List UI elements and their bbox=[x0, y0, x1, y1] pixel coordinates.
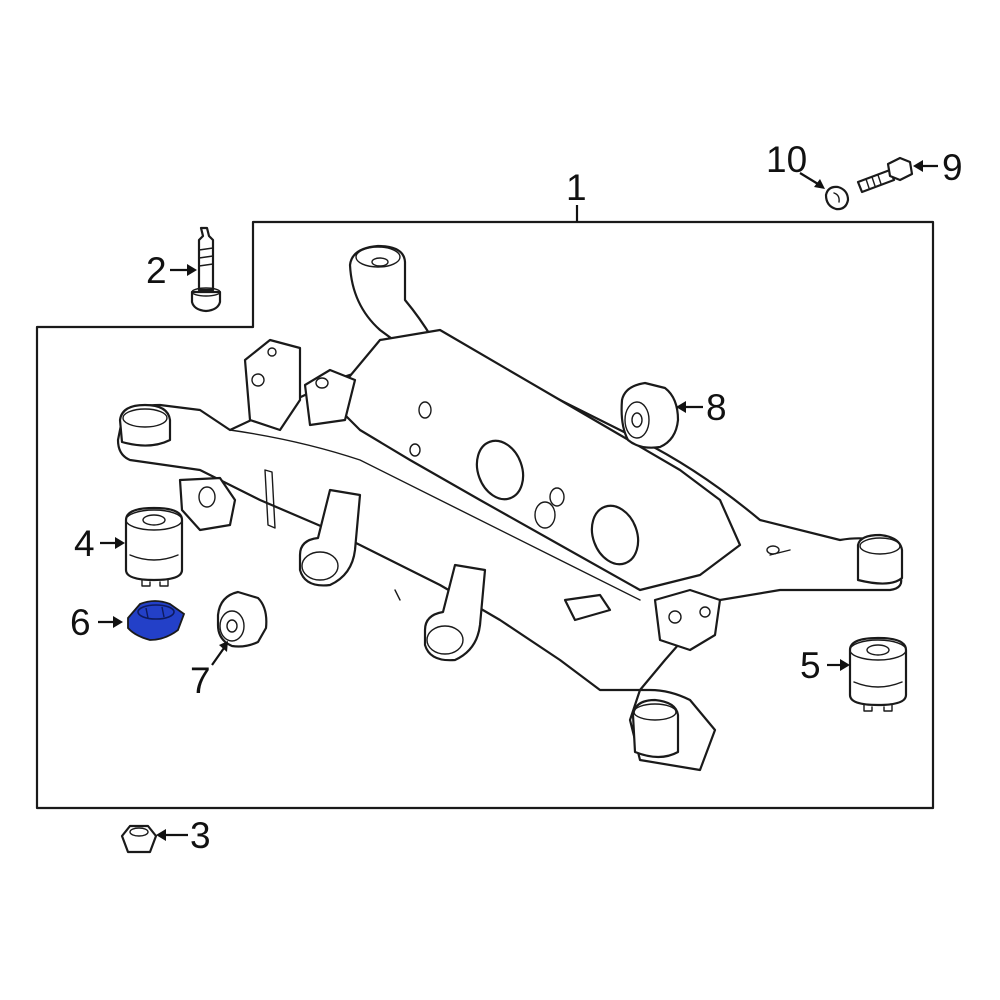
callout-5-arrowhead bbox=[840, 659, 850, 671]
callout-9-label: 9 bbox=[942, 147, 963, 188]
callout-4-arrowhead bbox=[115, 537, 125, 549]
nut-part-3[interactable] bbox=[120, 824, 158, 854]
callout-10-label: 10 bbox=[766, 139, 807, 180]
callout-8-arrowhead bbox=[676, 401, 686, 413]
callout-2-arrowhead bbox=[187, 264, 197, 276]
washer-part-10[interactable] bbox=[824, 185, 850, 211]
callout-7-label: 7 bbox=[190, 660, 211, 701]
bracket-part-6-highlighted[interactable] bbox=[127, 600, 186, 641]
bushing-part-7[interactable] bbox=[216, 590, 268, 648]
callout-5-label: 5 bbox=[800, 645, 821, 686]
callout-6-arrowhead bbox=[113, 616, 123, 628]
bushing-part-4[interactable] bbox=[124, 506, 184, 587]
subframe-crossmember[interactable] bbox=[116, 244, 904, 772]
callout-7-arrowhead bbox=[219, 641, 228, 652]
callout-9-arrowhead bbox=[913, 160, 923, 172]
callout-6-label: 6 bbox=[70, 602, 91, 643]
callout-10-arrow bbox=[799, 172, 819, 185]
bushing-part-8[interactable] bbox=[620, 381, 680, 449]
callout-7-arrow bbox=[211, 647, 225, 666]
callout-1-label: 1 bbox=[566, 167, 587, 208]
callout-2-label: 2 bbox=[146, 250, 167, 291]
bolt-part-9[interactable] bbox=[856, 156, 914, 194]
assembly-boundary bbox=[35, 220, 935, 810]
callout-10-arrowhead bbox=[814, 179, 825, 189]
callout-8-label: 8 bbox=[706, 387, 727, 428]
callout-4-label: 4 bbox=[74, 523, 95, 564]
bushing-part-5[interactable] bbox=[848, 636, 908, 712]
callout-3-arrowhead bbox=[156, 829, 166, 841]
bolt-part-2[interactable] bbox=[190, 226, 222, 313]
callout-3-label: 3 bbox=[190, 815, 211, 856]
